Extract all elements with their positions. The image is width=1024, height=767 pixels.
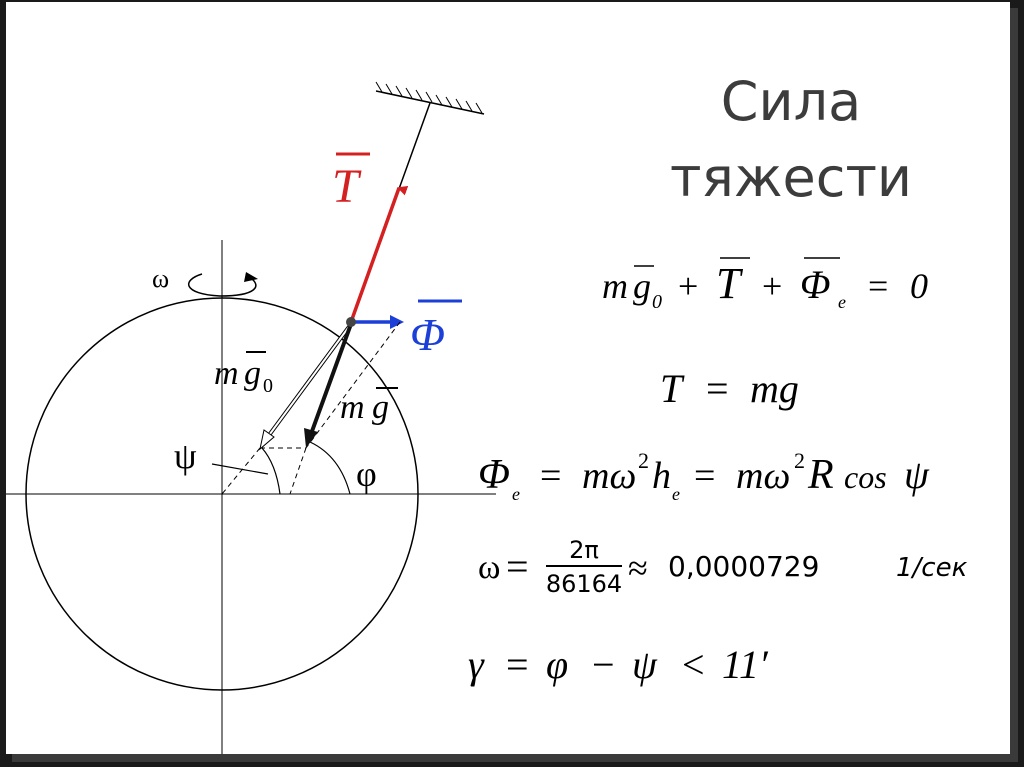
- mg0-vector-inner: [263, 323, 352, 443]
- slide-shadow-right: [1010, 8, 1018, 760]
- svg-text:mω: mω: [582, 455, 636, 497]
- earth-circle: [25, 297, 419, 691]
- svg-text:ψ: ψ: [632, 642, 658, 687]
- slide-title: Сила тяжести: [646, 64, 936, 216]
- phi-label: φ: [356, 454, 377, 494]
- omega-label: ω: [152, 264, 169, 293]
- svg-text:γ: γ: [468, 642, 485, 687]
- slide-shadow-bottom: [12, 754, 1018, 762]
- svg-text:R: R: [807, 452, 834, 498]
- rotation-arrowhead-icon: [244, 272, 258, 282]
- tension-label: T: [332, 160, 362, 213]
- title-line-1: Сила: [720, 70, 862, 133]
- svg-text:cos: cos: [844, 459, 887, 495]
- svg-text:11′: 11′: [722, 642, 769, 687]
- formula-centrifugal: Φ е = mω 2 h е = mω 2 R cos ψ: [478, 448, 930, 504]
- svg-text:=: =: [868, 266, 888, 306]
- centrifugal-arrowhead-icon: [390, 315, 404, 329]
- svg-text:=: =: [540, 455, 561, 497]
- svg-text:е: е: [838, 292, 846, 312]
- slide: Сила тяжести ω: [6, 2, 1010, 754]
- svg-text:mω: mω: [736, 455, 790, 497]
- svg-text:T: T: [716, 259, 744, 308]
- svg-text:g: g: [633, 266, 651, 306]
- pendulum-bob: [346, 317, 356, 327]
- centrifugal-label: Φ: [410, 309, 445, 360]
- svg-text:2: 2: [638, 448, 649, 473]
- tension-vector: [349, 185, 409, 323]
- mg0-label-sub: 0: [263, 375, 273, 397]
- svg-text:=: =: [694, 455, 715, 497]
- svg-text:=: =: [706, 366, 729, 411]
- svg-text:86164: 86164: [546, 570, 622, 598]
- physics-diagram: ω T Φ: [6, 81, 968, 754]
- title-line-2: тяжести: [669, 146, 913, 209]
- parallelogram-dashes: [221, 321, 401, 495]
- svg-text:h: h: [652, 455, 671, 497]
- svg-text:−: −: [592, 642, 615, 687]
- svg-text:е: е: [512, 484, 520, 504]
- mg-arrowhead-icon: [304, 428, 318, 448]
- phi-angle-arc: [309, 441, 351, 495]
- formula-tension: T = mg: [660, 366, 799, 411]
- svg-text:T: T: [660, 366, 685, 411]
- svg-text:=: =: [506, 642, 529, 687]
- svg-text:Φ: Φ: [478, 452, 510, 498]
- svg-text:ω: ω: [478, 549, 500, 586]
- svg-text:е: е: [672, 484, 680, 504]
- ceiling-line: [375, 90, 485, 115]
- svg-text:2: 2: [794, 448, 805, 473]
- svg-text:m: m: [602, 266, 628, 306]
- mg-vector: [309, 323, 353, 435]
- svg-text:mg: mg: [750, 366, 799, 411]
- mg-label-m: m: [340, 389, 365, 426]
- svg-text:≈: ≈: [628, 548, 648, 588]
- rotation-arrow-icon: [188, 273, 257, 297]
- svg-text:ψ: ψ: [904, 452, 930, 497]
- svg-text:0,0000729: 0,0000729: [668, 550, 819, 583]
- svg-text:0: 0: [652, 291, 662, 313]
- mg0-label-m: m: [214, 355, 239, 392]
- svg-text:=: =: [506, 544, 529, 589]
- ceiling-hatch: [375, 81, 483, 114]
- formula-angular-velocity: ω = 2π 86164 ≈ 0,0000729 1/сек: [478, 536, 968, 598]
- formula-equilibrium: m g 0 + T + Φ е = 0: [602, 257, 928, 313]
- psi-leader-line: [211, 463, 269, 475]
- svg-text:φ: φ: [546, 642, 568, 687]
- svg-text:+: +: [762, 266, 782, 306]
- psi-angle-arc: [261, 447, 281, 495]
- svg-text:Φ: Φ: [800, 262, 830, 307]
- svg-text:<: <: [682, 642, 705, 687]
- svg-text:1/сек: 1/сек: [896, 553, 968, 583]
- svg-text:2π: 2π: [569, 536, 599, 564]
- mg0-arrowhead-icon: [259, 429, 275, 451]
- mg-label-g: g: [372, 389, 389, 426]
- mg0-label-g: g: [244, 355, 261, 392]
- formula-deviation-angle: γ = φ − ψ < 11′: [468, 642, 769, 687]
- svg-text:0: 0: [910, 266, 928, 306]
- psi-label: ψ: [174, 436, 197, 476]
- svg-text:+: +: [678, 266, 698, 306]
